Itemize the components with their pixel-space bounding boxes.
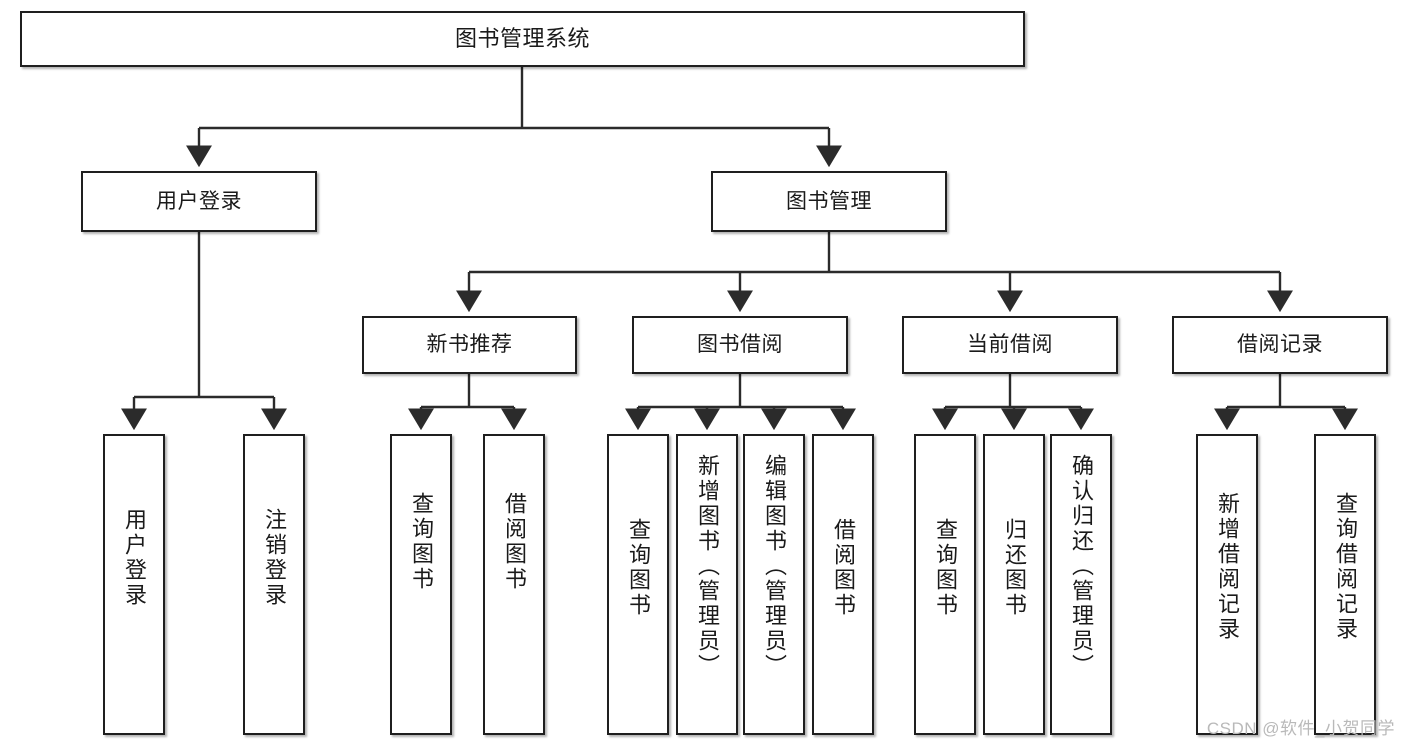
leaf-return-book[interactable]: 归还图书 — [983, 434, 1045, 735]
leaf-add-book-admin-label: 新增图书（管理员） — [695, 454, 720, 679]
node-borrow-record-label: 借阅记录 — [1237, 333, 1323, 357]
node-user-login-label: 用户登录 — [156, 189, 242, 213]
node-current-borrow-label: 当前借阅 — [967, 333, 1053, 357]
leaf-query-book-2[interactable]: 查询图书 — [607, 434, 669, 735]
leaf-add-borrow-record[interactable]: 新增借阅记录 — [1196, 434, 1258, 735]
node-book-borrow[interactable]: 图书借阅 — [632, 316, 848, 374]
node-current-borrow[interactable]: 当前借阅 — [902, 316, 1118, 374]
leaf-logout-login[interactable]: 注销登录 — [243, 434, 305, 735]
node-root[interactable]: 图书管理系统 — [20, 11, 1025, 67]
leaf-edit-book-admin[interactable]: 编辑图书（管理员） — [743, 434, 805, 735]
leaf-query-borrow-record-label: 查询借阅记录 — [1333, 492, 1358, 642]
leaf-borrow-book-2[interactable]: 借阅图书 — [812, 434, 874, 735]
leaf-query-borrow-record[interactable]: 查询借阅记录 — [1314, 434, 1376, 735]
leaf-logout-login-label: 注销登录 — [262, 508, 287, 608]
node-new-book-recommend[interactable]: 新书推荐 — [362, 316, 577, 374]
leaf-query-book-3[interactable]: 查询图书 — [914, 434, 976, 735]
node-book-manage[interactable]: 图书管理 — [711, 171, 947, 232]
leaf-add-borrow-record-label: 新增借阅记录 — [1215, 492, 1240, 642]
leaf-confirm-return[interactable]: 确认归还（管理员） — [1050, 434, 1112, 735]
leaf-edit-book-admin-label: 编辑图书（管理员） — [762, 454, 787, 679]
leaf-query-book-1-label: 查询图书 — [409, 492, 434, 592]
leaf-borrow-book-2-label: 借阅图书 — [831, 518, 856, 618]
leaf-borrow-book-1-label: 借阅图书 — [502, 492, 527, 592]
node-root-label: 图书管理系统 — [454, 25, 590, 51]
node-book-borrow-label: 图书借阅 — [697, 333, 783, 357]
node-book-manage-label: 图书管理 — [786, 189, 872, 213]
leaf-query-book-1[interactable]: 查询图书 — [390, 434, 452, 735]
leaf-borrow-book-1[interactable]: 借阅图书 — [483, 434, 545, 735]
watermark: CSDN @软件_小贺同学 — [1206, 719, 1395, 738]
leaf-user-login-label: 用户登录 — [122, 508, 147, 608]
node-new-book-recommend-label: 新书推荐 — [426, 333, 513, 357]
leaf-user-login[interactable]: 用户登录 — [103, 434, 165, 735]
node-borrow-record[interactable]: 借阅记录 — [1172, 316, 1388, 374]
leaf-query-book-2-label: 查询图书 — [626, 518, 651, 618]
leaf-return-book-label: 归还图书 — [1002, 518, 1027, 618]
leaf-add-book-admin[interactable]: 新增图书（管理员） — [676, 434, 738, 735]
leaf-confirm-return-label: 确认归还（管理员） — [1069, 454, 1094, 679]
leaf-query-book-3-label: 查询图书 — [933, 518, 958, 618]
node-user-login[interactable]: 用户登录 — [81, 171, 317, 232]
